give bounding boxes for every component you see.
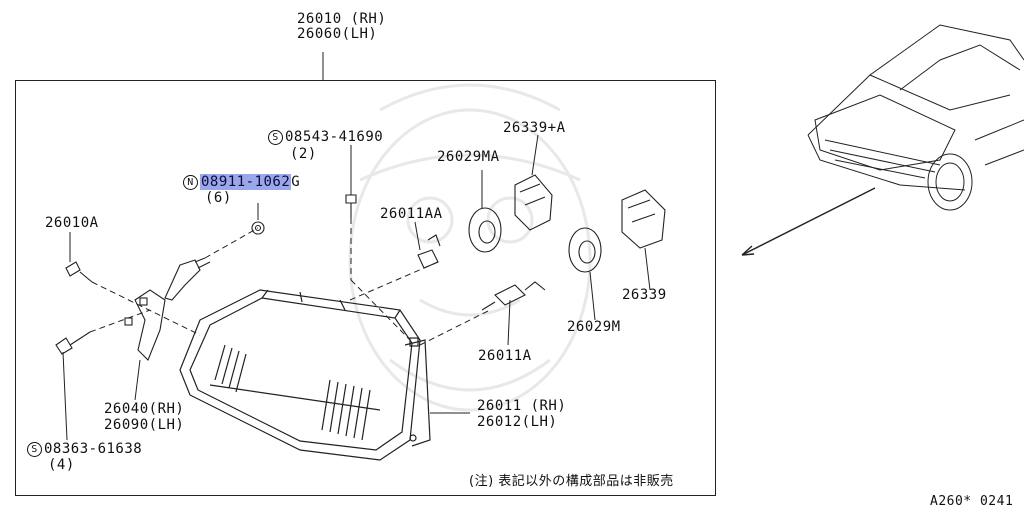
part-26090: 26090(LH)	[104, 417, 185, 433]
bulb-illustrations	[417, 174, 666, 311]
part-26011A: 26011A	[478, 348, 532, 364]
diagram-code: A260* 0241	[930, 494, 1014, 509]
part-26010A: 26010A	[45, 215, 99, 231]
nut-part-number-highlight[interactable]: 08911-1062	[200, 174, 292, 190]
part-26011AA: 26011AA	[380, 206, 443, 222]
nut-suffix: G	[291, 174, 301, 190]
part-26029MA: 26029MA	[437, 149, 500, 165]
part-26029M: 26029M	[567, 319, 621, 335]
assembly-lh-label: 26060(LH)	[297, 26, 378, 42]
nut-qty: (6)	[205, 190, 232, 206]
direction-arrow	[741, 187, 876, 256]
part-26012: 26012(LH)	[477, 414, 558, 430]
nut-symbol-icon: N	[183, 175, 198, 190]
headlamp-illustration	[179, 289, 431, 461]
watermark-logo	[348, 83, 592, 412]
diagram-frame	[15, 80, 716, 496]
bracket-illustration	[124, 259, 201, 361]
screw-s2-number: 08363-61638	[44, 441, 143, 457]
screw-s2-qty: (4)	[48, 457, 75, 473]
part-26339A: 26339+A	[503, 120, 566, 136]
screw-s1-number: 08543-41690	[285, 129, 384, 145]
assembly-rh-label: 26010 (RH)	[297, 11, 387, 27]
part-26011: 26011 (RH)	[477, 398, 567, 414]
bolt-illustrations	[55, 194, 357, 355]
part-26339: 26339	[622, 287, 667, 303]
screw-s1-qty: (2)	[290, 146, 317, 162]
not-sold-note: (注) 表記以外の構成部品は非販売	[469, 474, 674, 489]
part-26040: 26040(RH)	[104, 401, 185, 417]
screw-symbol-icon: S	[268, 130, 283, 145]
label-leaders	[62, 134, 651, 441]
car-illustration	[807, 24, 1024, 211]
assembly-lines	[89, 218, 491, 346]
screw-symbol-icon: S	[27, 442, 42, 457]
